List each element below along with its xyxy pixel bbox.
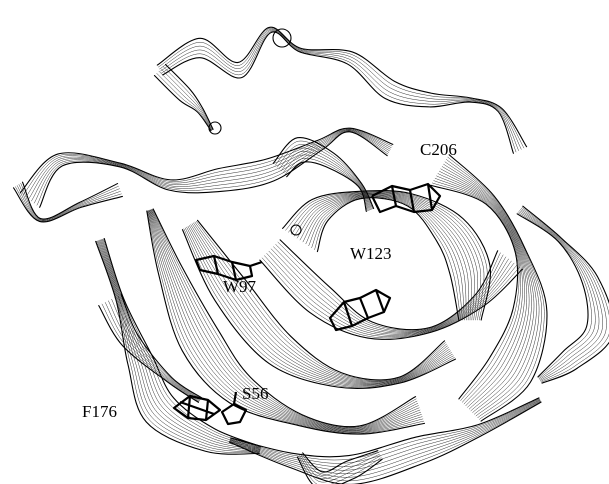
ribbon-left-outer bbox=[14, 182, 123, 222]
label-s56: S56 bbox=[242, 385, 268, 402]
ribbon-line bbox=[523, 206, 609, 383]
ribbon-line bbox=[37, 131, 388, 205]
ribbon-line bbox=[264, 256, 516, 337]
ribbon-line bbox=[438, 174, 527, 408]
ribbon-line bbox=[101, 240, 260, 450]
ribbon-line bbox=[154, 76, 210, 131]
ribbon-line bbox=[14, 188, 123, 222]
ribbon-line bbox=[29, 130, 391, 199]
ribbon-line bbox=[230, 400, 540, 470]
label-c206: C206 bbox=[420, 141, 457, 158]
ribbon-line bbox=[182, 230, 455, 389]
ribbon-line bbox=[166, 64, 214, 129]
ribbon-line bbox=[196, 221, 445, 380]
ribbon-line bbox=[184, 229, 455, 388]
ribbon-line bbox=[229, 402, 541, 484]
ribbon-line bbox=[102, 239, 261, 448]
ribbon-line bbox=[267, 253, 514, 335]
ribbon-line bbox=[192, 224, 448, 383]
ribbon-line bbox=[118, 296, 201, 398]
ribbon-line bbox=[439, 171, 529, 409]
ribbon-line bbox=[287, 162, 367, 212]
ribbon-line bbox=[31, 130, 389, 201]
ribbon-line bbox=[157, 73, 212, 130]
ribbon-line bbox=[22, 182, 117, 219]
ribbon-curl bbox=[273, 29, 291, 47]
ribbon-curl bbox=[209, 122, 221, 134]
ribbon-line bbox=[159, 71, 212, 130]
ribbon-line bbox=[195, 222, 447, 381]
label-w97: W97 bbox=[223, 278, 256, 295]
ribbon-line bbox=[446, 159, 541, 417]
ribbon-top-coil bbox=[157, 27, 526, 153]
label-w123: W123 bbox=[350, 245, 392, 262]
residue-sidechains bbox=[174, 184, 440, 424]
ribbon-line bbox=[231, 398, 539, 457]
ribbon-line bbox=[520, 209, 602, 380]
ribbon-right-outer bbox=[517, 206, 609, 383]
ribbon-line bbox=[229, 402, 540, 481]
label-f176: F176 bbox=[82, 403, 117, 420]
ribbon-line bbox=[153, 209, 417, 427]
